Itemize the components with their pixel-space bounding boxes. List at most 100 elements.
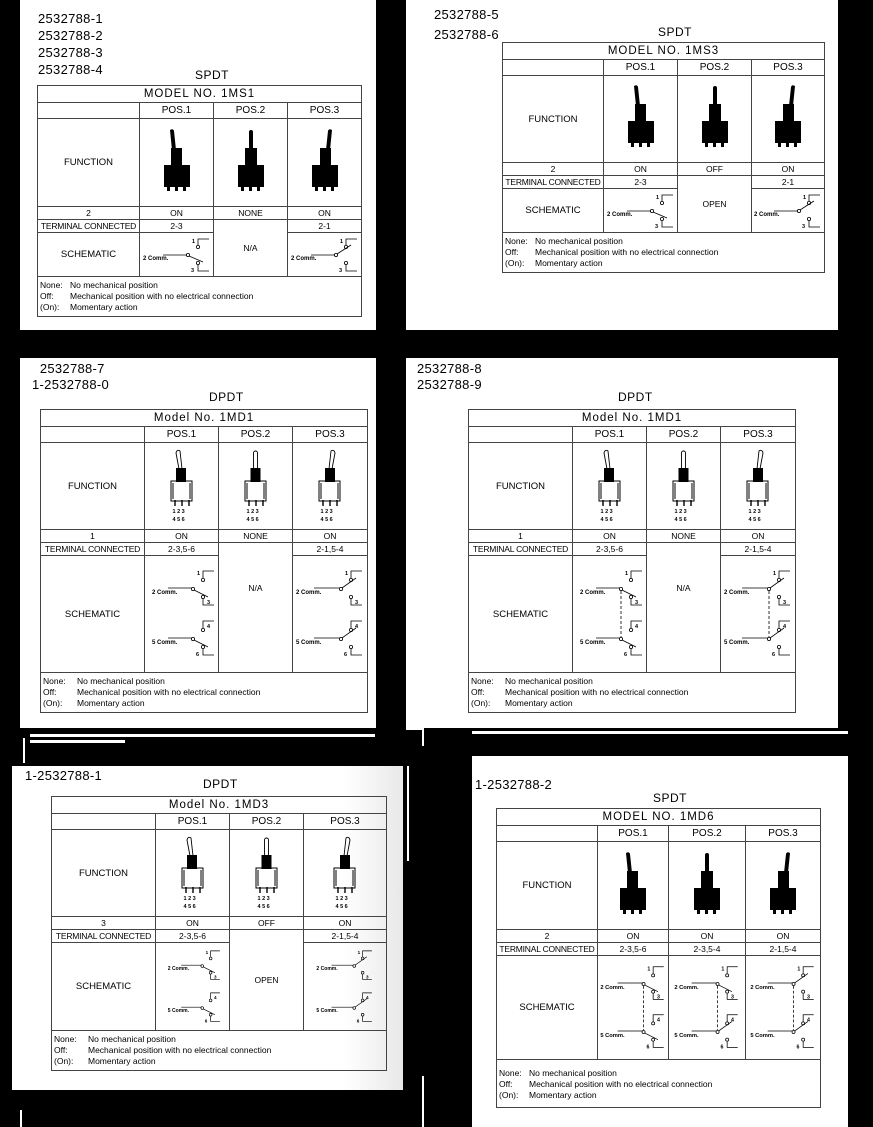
svg-text:1 2 3: 1 2 3 xyxy=(600,509,612,515)
divider-line xyxy=(20,1110,22,1127)
note-key: None: xyxy=(505,236,528,246)
svg-text:3: 3 xyxy=(807,994,810,1000)
svg-text:5 Comm.: 5 Comm. xyxy=(152,640,178,646)
pos-2-schematic: OPEN xyxy=(229,929,304,1031)
toggle-switch-left-icon xyxy=(620,851,646,914)
schematic-label: SCHEMATIC xyxy=(40,555,145,673)
row-label: 3 xyxy=(51,916,156,930)
note-text: Mechanical position with no electrical c… xyxy=(505,687,689,697)
schematic-label: SCHEMATIC xyxy=(502,188,604,233)
svg-text:5 Comm.: 5 Comm. xyxy=(724,640,750,646)
function-label: FUNCTION xyxy=(502,75,604,163)
note-key: Off: xyxy=(54,1045,68,1055)
svg-text:1: 1 xyxy=(656,195,659,201)
note-text: No mechanical position xyxy=(77,676,165,686)
svg-text:2 Comm.: 2 Comm. xyxy=(600,984,625,990)
spdt-schematic-pos3-icon: 2 Comm.13 xyxy=(291,238,357,274)
pos-2-state: ON xyxy=(668,929,746,943)
note-key: None: xyxy=(54,1034,77,1044)
pos-1-header: POS.1 xyxy=(144,426,219,443)
switch-type: DPDT xyxy=(203,777,238,791)
panel-1md1-a: 2532788-7 1-2532788-0 DPDT Model No. 1MD… xyxy=(20,358,376,728)
note-text: Mechanical position with no electrical c… xyxy=(529,1079,713,1089)
note-text: Mechanical position with no electrical c… xyxy=(88,1045,272,1055)
pos-1-terminals: 2-3,5-6 xyxy=(572,542,647,556)
dpdt-linked-schematic-pos3-icon: 2 Comm.135 Comm.46 xyxy=(750,965,814,1050)
schematic-label: SCHEMATIC xyxy=(468,555,573,673)
dpdt-linked-schematic-pos1-icon: 2 Comm.135 Comm.46 xyxy=(600,965,664,1050)
pos-2-state: NONE xyxy=(218,529,293,543)
pos-2-schematic: N/A xyxy=(646,542,721,673)
mini-toggle-right-icon: 1 2 34 5 6 xyxy=(333,836,356,910)
note-key: None: xyxy=(43,676,66,686)
pos-3-terminals: 2-1,5-4 xyxy=(744,942,822,956)
pos-2-schematic: OPEN xyxy=(677,175,752,233)
row-label: 2 xyxy=(496,929,598,943)
dpdt-schematic-pos3-icon: 2 Comm.135 Comm.46 xyxy=(296,570,363,658)
pos-1-header: POS.1 xyxy=(597,825,669,842)
pos-1-state: ON xyxy=(144,529,219,543)
function-label: FUNCTION xyxy=(51,829,156,917)
pos-3-state: ON xyxy=(302,916,388,930)
svg-text:2 Comm.: 2 Comm. xyxy=(167,966,189,972)
switch-type: SPDT xyxy=(658,25,693,39)
divider-line xyxy=(422,728,424,746)
svg-text:4 5 6: 4 5 6 xyxy=(336,904,348,910)
model-number: Model No. 1MD3 xyxy=(50,796,388,814)
legend-notes: None:No mechanical position Off:Mechanic… xyxy=(39,672,369,713)
note-key: (On): xyxy=(499,1090,519,1100)
svg-text:4 5 6: 4 5 6 xyxy=(674,517,686,523)
pos-3-state: ON xyxy=(291,529,369,543)
terminal-connected-label: TERMINAL CONNECTED xyxy=(502,175,604,189)
panel-1ms3: 2532788-5 2532788-6 SPDT MODEL NO. 1MS3 … xyxy=(406,0,838,330)
svg-text:4: 4 xyxy=(731,1017,734,1023)
note-key: (On): xyxy=(40,302,60,312)
note-key: None: xyxy=(471,676,494,686)
divider-line xyxy=(30,734,375,737)
note-key: Off: xyxy=(40,291,54,301)
pos-2-state: NONE xyxy=(646,529,721,543)
svg-text:2 Comm.: 2 Comm. xyxy=(296,590,322,596)
pos-2-state: NONE xyxy=(213,206,288,220)
svg-text:3: 3 xyxy=(802,224,805,230)
note-key: None: xyxy=(499,1068,522,1078)
pos-3-header: POS.3 xyxy=(291,426,369,443)
dpdt-linked-schematic-pos2-icon: 2 Comm.135 Comm.46 xyxy=(674,965,738,1050)
part-numbers: 2532788-5 2532788-6 xyxy=(434,7,499,42)
pos-1-header: POS.1 xyxy=(139,102,214,119)
svg-text:5 Comm.: 5 Comm. xyxy=(580,640,606,646)
terminal-connected-label: TERMINAL CONNECTED xyxy=(468,542,573,556)
model-number: MODEL NO. 1MS1 xyxy=(36,85,363,103)
svg-text:5 Comm.: 5 Comm. xyxy=(296,640,322,646)
schematic-label: SCHEMATIC xyxy=(37,232,140,277)
svg-text:6: 6 xyxy=(772,652,775,658)
dpdt-schematic-pos3-icon: 2 Comm.135 Comm.46 xyxy=(316,950,372,1023)
svg-text:1 2 3: 1 2 3 xyxy=(246,509,258,515)
panel-1ms1: 2532788-1 2532788-2 2532788-3 2532788-4 … xyxy=(20,0,376,330)
terminal-connected-label: TERMINAL CONNECTED xyxy=(51,929,156,943)
part-numbers: 1-2532788-1 xyxy=(25,768,103,783)
svg-text:6: 6 xyxy=(196,652,199,658)
divider-line xyxy=(30,740,125,743)
mini-toggle-center-icon: 1 2 34 5 6 xyxy=(672,450,694,523)
switch-type: SPDT xyxy=(195,68,230,82)
note-text: Mechanical position with no electrical c… xyxy=(77,687,261,697)
svg-text:4: 4 xyxy=(807,1017,810,1023)
divider-line xyxy=(23,738,25,763)
svg-text:5 Comm.: 5 Comm. xyxy=(750,1032,775,1038)
note-key: (On): xyxy=(471,698,491,708)
svg-text:4: 4 xyxy=(214,994,217,999)
svg-text:5 Comm.: 5 Comm. xyxy=(674,1032,699,1038)
svg-text:4: 4 xyxy=(355,624,359,630)
part-numbers: 2532788-1 2532788-2 2532788-3 2532788-4 xyxy=(38,11,103,77)
svg-text:6: 6 xyxy=(796,1044,799,1050)
pos-3-header: POS.3 xyxy=(750,59,826,76)
pos-3-state: ON xyxy=(750,162,826,176)
pos-3-header: POS.3 xyxy=(302,813,388,830)
note-text: Mechanical position with no electrical c… xyxy=(535,247,719,257)
pos-1-terminals: 2-3,5-6 xyxy=(144,542,219,556)
terminal-connected-label: TERMINAL CONNECTED xyxy=(37,219,140,233)
mini-toggle-right-icon: 1 2 34 5 6 xyxy=(318,449,341,523)
